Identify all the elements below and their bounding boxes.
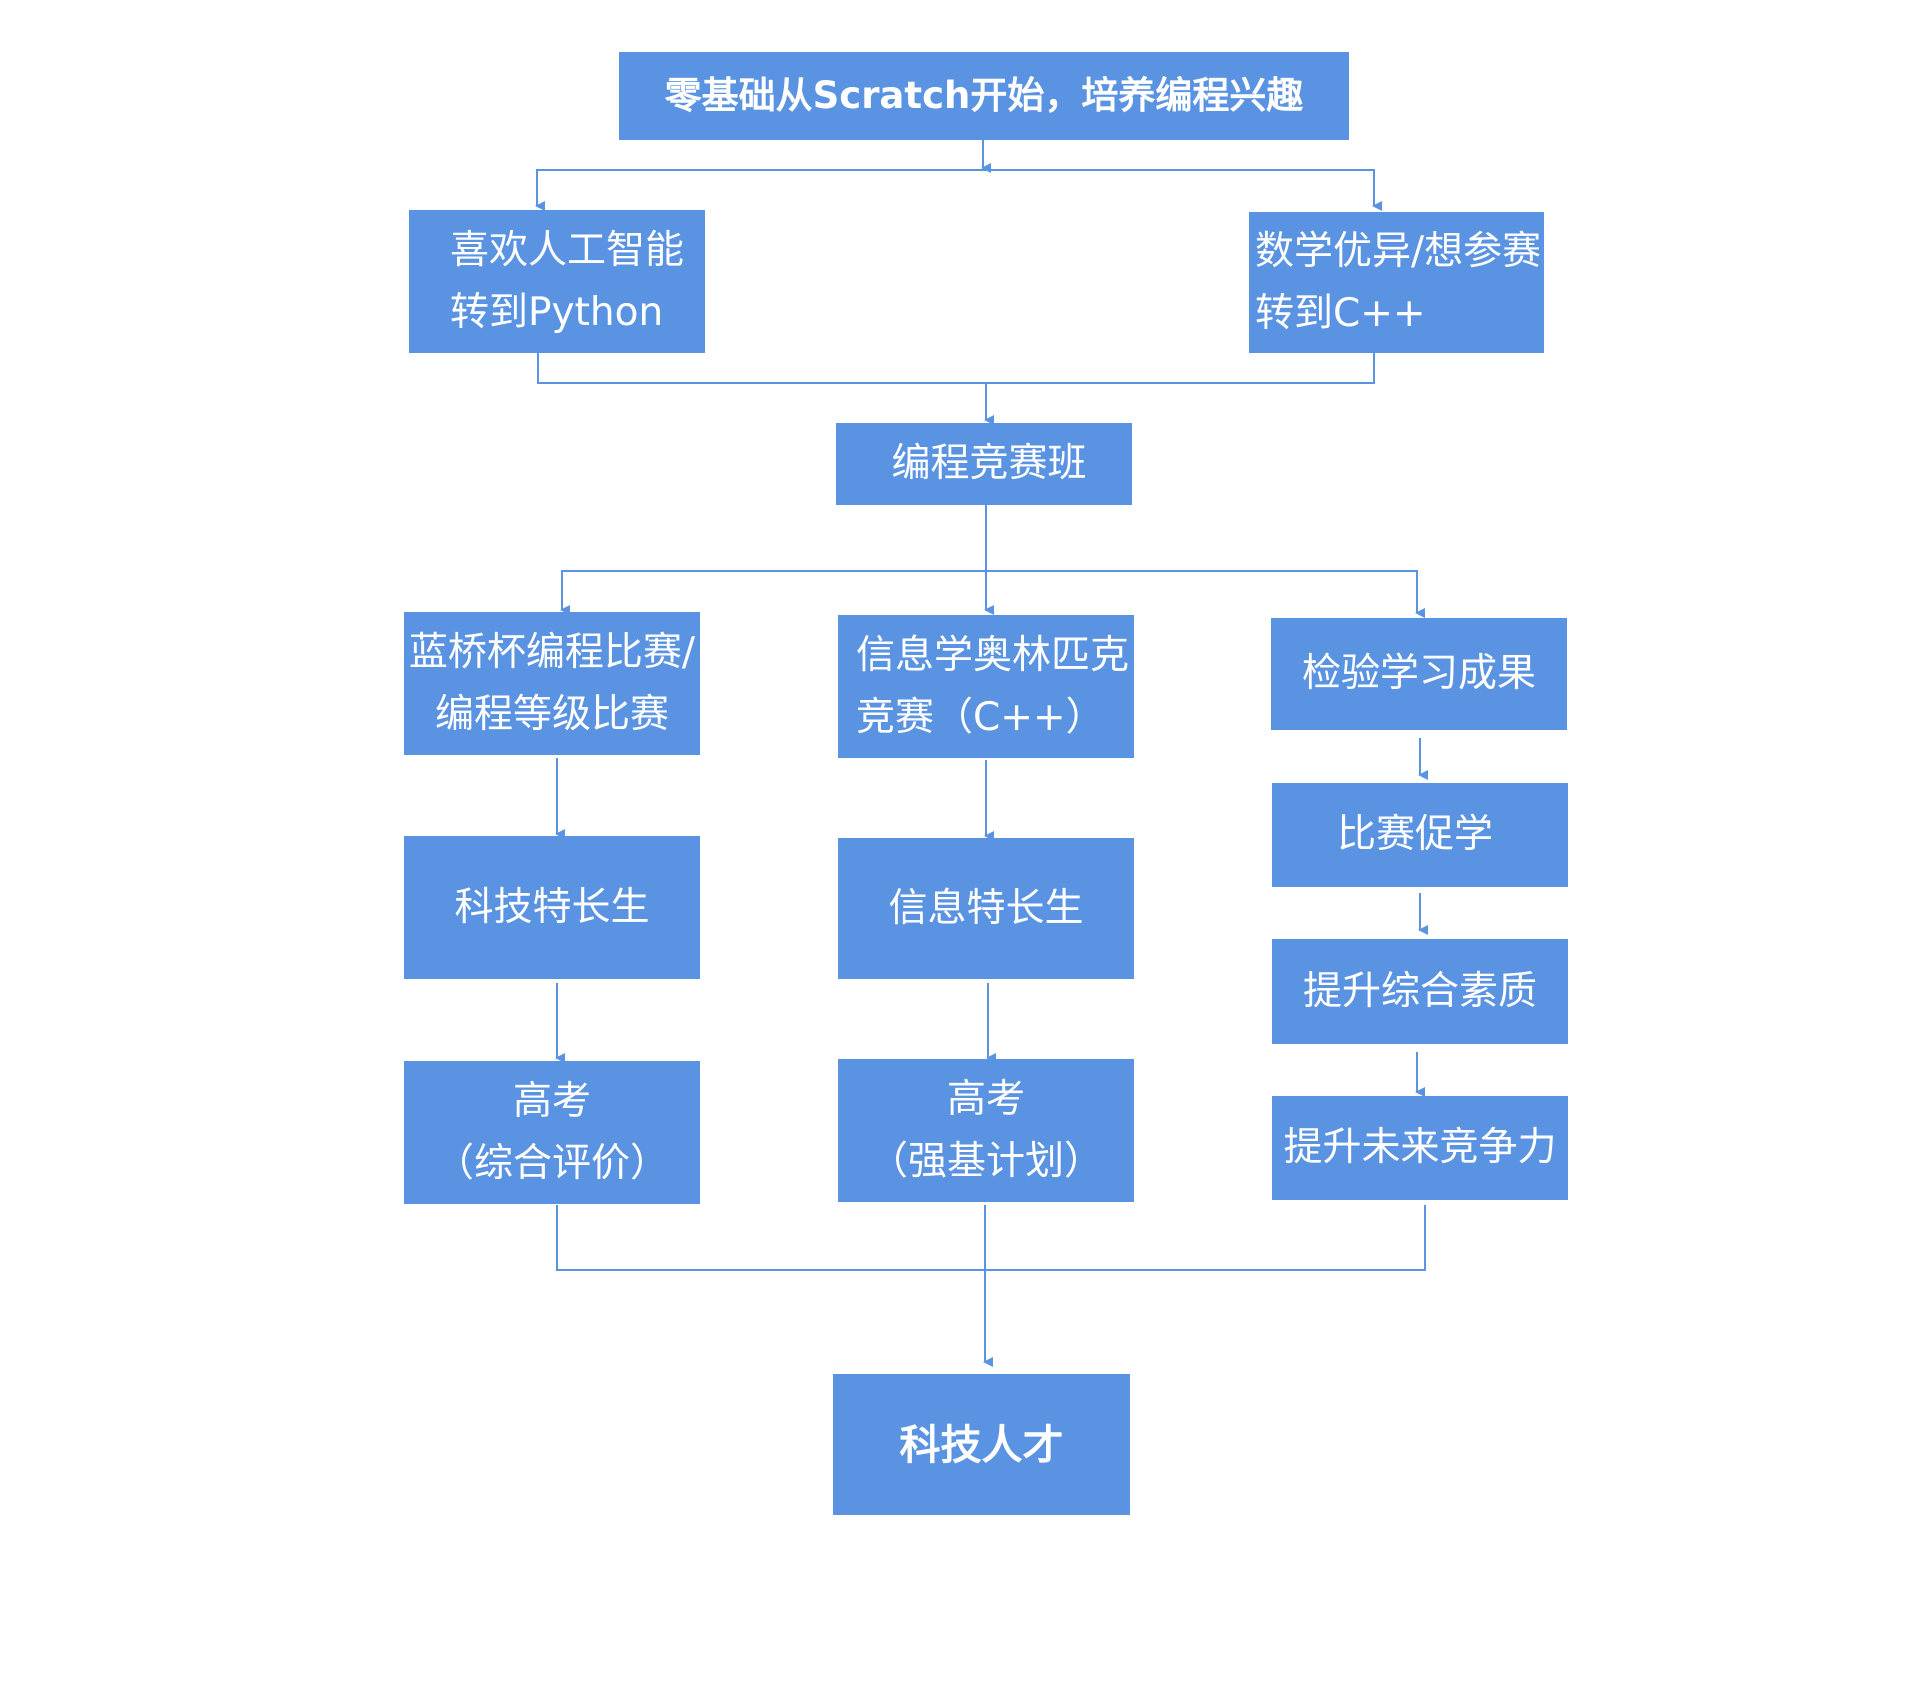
node-text: 提升未来竞争力 — [1283, 1125, 1557, 1170]
node-improve-quality: 提升综合素质 — [1272, 939, 1568, 1044]
node-text: 检验学习成果 — [1301, 651, 1536, 696]
node-text: 竞赛（C++） — [856, 694, 1105, 740]
node-text: 信息学奥林匹克 — [856, 632, 1130, 678]
node-text: （综合评价） — [434, 1140, 669, 1186]
node-text: 高考 — [946, 1076, 1025, 1122]
node-info-specialty-student: 信息特长生 — [838, 838, 1134, 979]
node-text: 数学优异/想参赛 — [1255, 228, 1542, 274]
connector — [536, 169, 1375, 204]
node-gaokao-strong-base: 高考 （强基计划） — [838, 1059, 1134, 1202]
node-text: 转到C++ — [1255, 290, 1426, 336]
node-text: 喜欢人工智能 — [450, 227, 685, 273]
connector — [561, 570, 1418, 603]
node-verify-results: 检验学习成果 — [1271, 618, 1567, 730]
node-tech-talent: 科技人才 — [833, 1374, 1130, 1515]
node-text: 信息特长生 — [888, 885, 1084, 931]
node-text: （强基计划） — [868, 1138, 1103, 1184]
connector — [556, 1205, 1426, 1271]
node-text: 零基础从Scratch开始，培养编程兴趣 — [664, 74, 1304, 117]
node-cpp-math: 数学优异/想参赛 转到C++ — [1249, 212, 1544, 353]
node-text: 转到Python — [450, 289, 664, 335]
node-tech-specialty-student: 科技特长生 — [404, 836, 700, 979]
node-start: 零基础从Scratch开始，培养编程兴趣 — [619, 52, 1349, 140]
node-python-ai: 喜欢人工智能 转到Python — [409, 210, 705, 353]
node-contest-class: 编程竞赛班 — [836, 423, 1132, 505]
node-future-competitiveness: 提升未来竞争力 — [1272, 1096, 1568, 1200]
node-text: 编程等级比赛 — [434, 691, 669, 737]
node-text: 编程竞赛班 — [891, 441, 1087, 486]
node-text: 科技人才 — [899, 1420, 1064, 1469]
connector — [537, 353, 1375, 384]
node-gaokao-comprehensive: 高考 （综合评价） — [404, 1061, 700, 1204]
node-lanqiao-contest: 蓝桥杯编程比赛/ 编程等级比赛 — [404, 612, 700, 755]
node-text: 高考 — [512, 1078, 591, 1124]
node-contest-promotes-learning: 比赛促学 — [1272, 783, 1568, 887]
node-text: 比赛促学 — [1336, 812, 1493, 857]
node-text: 科技特长生 — [454, 884, 650, 930]
node-informatics-olympiad: 信息学奥林匹克 竞赛（C++） — [838, 615, 1134, 758]
node-text: 提升综合素质 — [1302, 968, 1537, 1014]
node-text: 蓝桥杯编程比赛/ — [408, 629, 696, 675]
